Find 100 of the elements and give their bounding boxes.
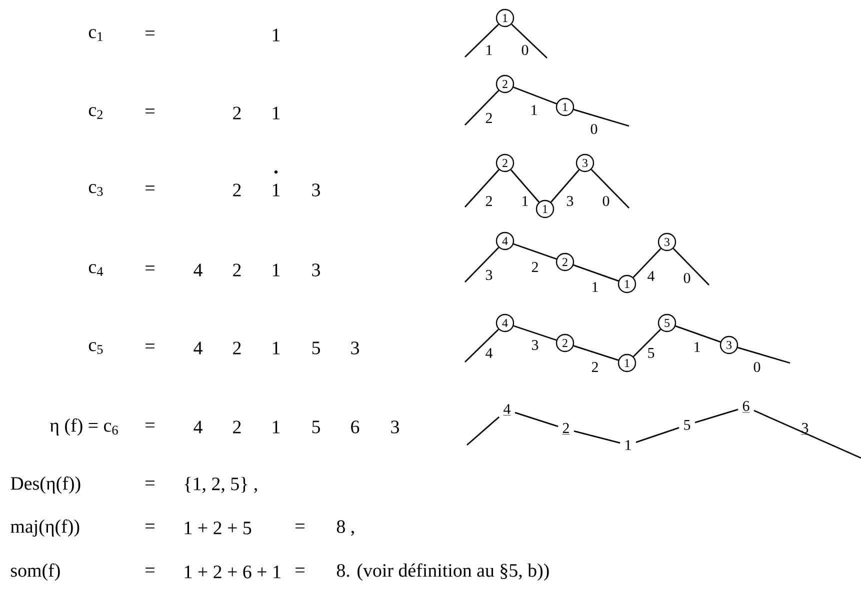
circled-number: 2	[496, 74, 514, 94]
equation-text: =	[146, 480, 154, 486]
line-segment	[636, 427, 680, 443]
edge-label: 0	[590, 124, 598, 134]
edge-label: 2	[486, 113, 492, 123]
equation-text: c$_{5}$	[88, 342, 103, 354]
line-segment	[550, 169, 580, 203]
line-segment	[574, 108, 630, 127]
circled-number: 1	[618, 274, 636, 294]
circled-number: 1	[536, 200, 554, 218]
edge-label: 1	[592, 282, 598, 292]
edge-label: 2	[592, 362, 598, 372]
equation-text: 3	[391, 420, 399, 434]
equation-text: 6	[351, 420, 360, 434]
equation-text: 1	[272, 106, 280, 120]
edge-label: 3	[566, 196, 574, 206]
number-text: 5	[684, 420, 690, 430]
equation-text: =	[146, 108, 154, 114]
line-segment	[513, 325, 557, 341]
equation-text: η (f) = c$_{6}$	[50, 418, 118, 436]
equation-text: 2	[233, 342, 241, 354]
line-segment	[511, 24, 548, 58]
number-text: 4	[503, 404, 511, 416]
equation-text: =	[146, 568, 154, 572]
edge-label: 1	[532, 105, 537, 115]
edge-label: 4	[486, 348, 492, 358]
equation-text: 3	[312, 264, 320, 276]
line-segment	[464, 90, 500, 126]
equation-text: =	[296, 524, 304, 528]
edge-label: 1	[522, 196, 528, 206]
line-segment	[738, 346, 790, 364]
circled-number: 3	[658, 232, 676, 252]
equation-text: 8 ,	[336, 520, 354, 536]
circled-number: 1	[618, 354, 636, 372]
equation-text: 3	[351, 342, 359, 354]
equation-text: 5	[312, 342, 320, 354]
edge-label: 2	[532, 262, 538, 272]
line-segment	[672, 248, 710, 286]
edge-label: 0	[522, 44, 528, 56]
equation-text: 8. (voir définition au §5, b))	[336, 563, 549, 581]
line-segment	[632, 248, 662, 278]
equation-text: 1	[272, 264, 280, 276]
circled-number: 3	[576, 154, 594, 172]
line-segment	[590, 169, 630, 208]
circled-number: 1	[496, 8, 514, 28]
number-text: 6	[742, 400, 750, 413]
line-segment	[754, 410, 861, 459]
line-segment	[464, 169, 500, 208]
line-segment	[510, 169, 540, 203]
line-segment	[466, 416, 500, 446]
line-segment	[632, 328, 662, 358]
equation-text: {1, 2, 5} ,	[184, 476, 257, 493]
equation-text: =	[146, 524, 154, 528]
circled-number: 5	[658, 314, 676, 332]
edge-label: 0	[602, 196, 610, 206]
equation-text: 1 + 2 + 6 + 1	[184, 566, 280, 578]
edge-label: 0	[754, 362, 760, 372]
equation-text: =	[146, 30, 154, 36]
circled-number: 4	[496, 314, 514, 332]
edge-label: 4	[648, 271, 654, 281]
equation-text: =	[146, 422, 154, 428]
equation-text: 2	[233, 420, 241, 434]
line-segment	[513, 243, 557, 260]
circled-number: 4	[496, 232, 514, 250]
edge-label: 3	[532, 340, 538, 350]
circled-number: 2	[556, 252, 574, 272]
equation-text: c$_{1}$	[88, 29, 102, 41]
line-segment	[464, 24, 499, 58]
equation-text: =	[146, 186, 154, 190]
equation-text: 1	[272, 28, 280, 42]
equation-text: 5	[312, 420, 320, 434]
equation-text: 4	[194, 342, 202, 354]
equation-text: 1	[272, 342, 280, 354]
equation-text: =	[146, 266, 154, 270]
edge-label: 1	[694, 342, 700, 352]
line-segment	[464, 247, 500, 282]
circled-number: 3	[720, 336, 738, 354]
line-segment	[694, 408, 738, 424]
edge-label: 3	[486, 270, 492, 280]
line-segment	[464, 328, 499, 362]
edge-label: 0	[684, 272, 690, 284]
line-segment	[514, 412, 558, 428]
equation-text: c$_{3}$	[88, 184, 103, 196]
line-segment	[675, 325, 721, 343]
equation-text: 4	[194, 420, 202, 434]
equation-text: maj(η(f))	[10, 519, 80, 537]
edge-label: 2	[486, 196, 492, 206]
line-segment	[573, 264, 619, 282]
circled-number: 2	[556, 334, 574, 352]
circled-number: 1	[556, 98, 574, 116]
number-text: 2	[562, 423, 570, 435]
equation-text: 1	[272, 420, 280, 434]
equation-text: 3	[312, 184, 320, 196]
equation-text: 1	[272, 184, 280, 196]
line-segment	[573, 345, 619, 361]
number-text: 1	[626, 440, 631, 450]
line-segment	[513, 86, 557, 104]
equation-text: som(f)	[11, 563, 60, 581]
equation-text: 2	[233, 264, 241, 276]
equation-text: c$_{4}$	[88, 264, 104, 276]
